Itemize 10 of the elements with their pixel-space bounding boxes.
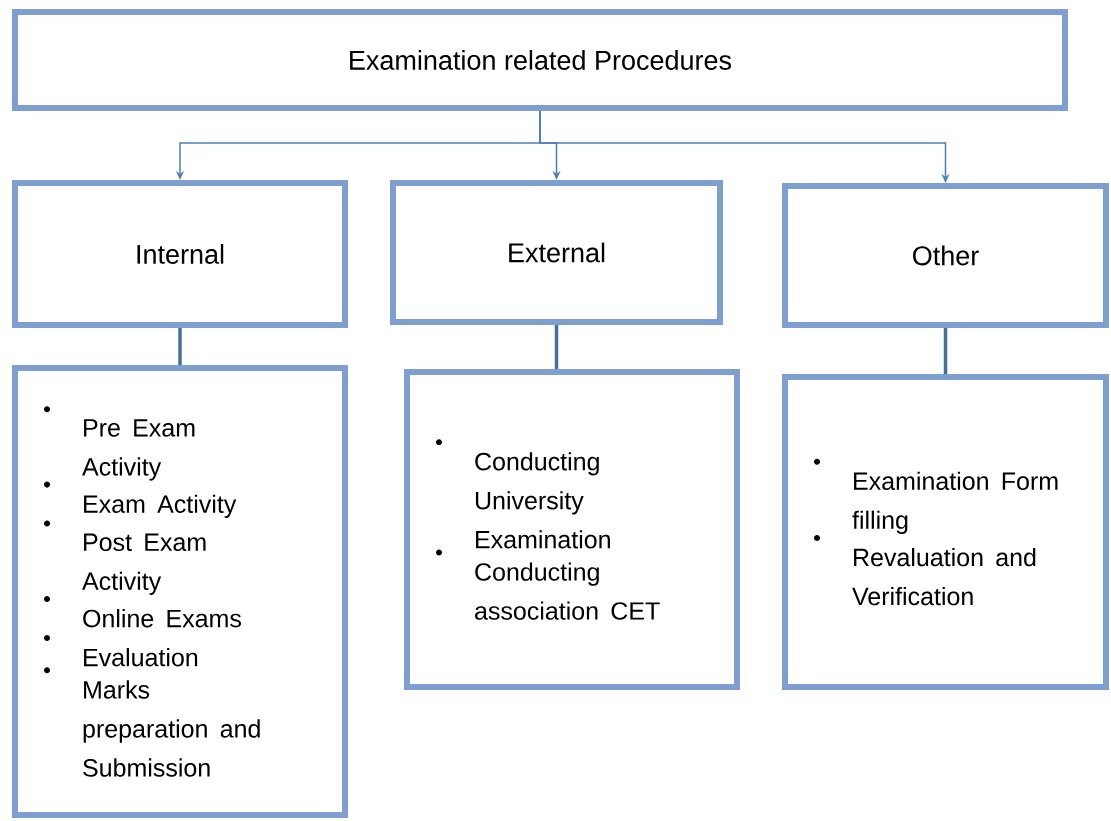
connector	[554, 325, 559, 369]
connector	[178, 328, 182, 365]
category-box: Other	[782, 183, 1109, 328]
connector	[943, 328, 948, 374]
bullet-list-box: Pre Exam Activity Exam Activity Post Exam Activity Online Exams Evaluation Marks preparation and Submission	[12, 365, 348, 818]
category-box: Internal	[12, 180, 348, 328]
bullet-list-box: Examination Form filling Revaluation and Verification	[782, 374, 1109, 690]
category-box: External	[390, 180, 723, 325]
bullet-list-box: Conducting University Examination Conducting association CET	[404, 369, 740, 690]
title-box: Examination related Procedures	[12, 9, 1068, 111]
